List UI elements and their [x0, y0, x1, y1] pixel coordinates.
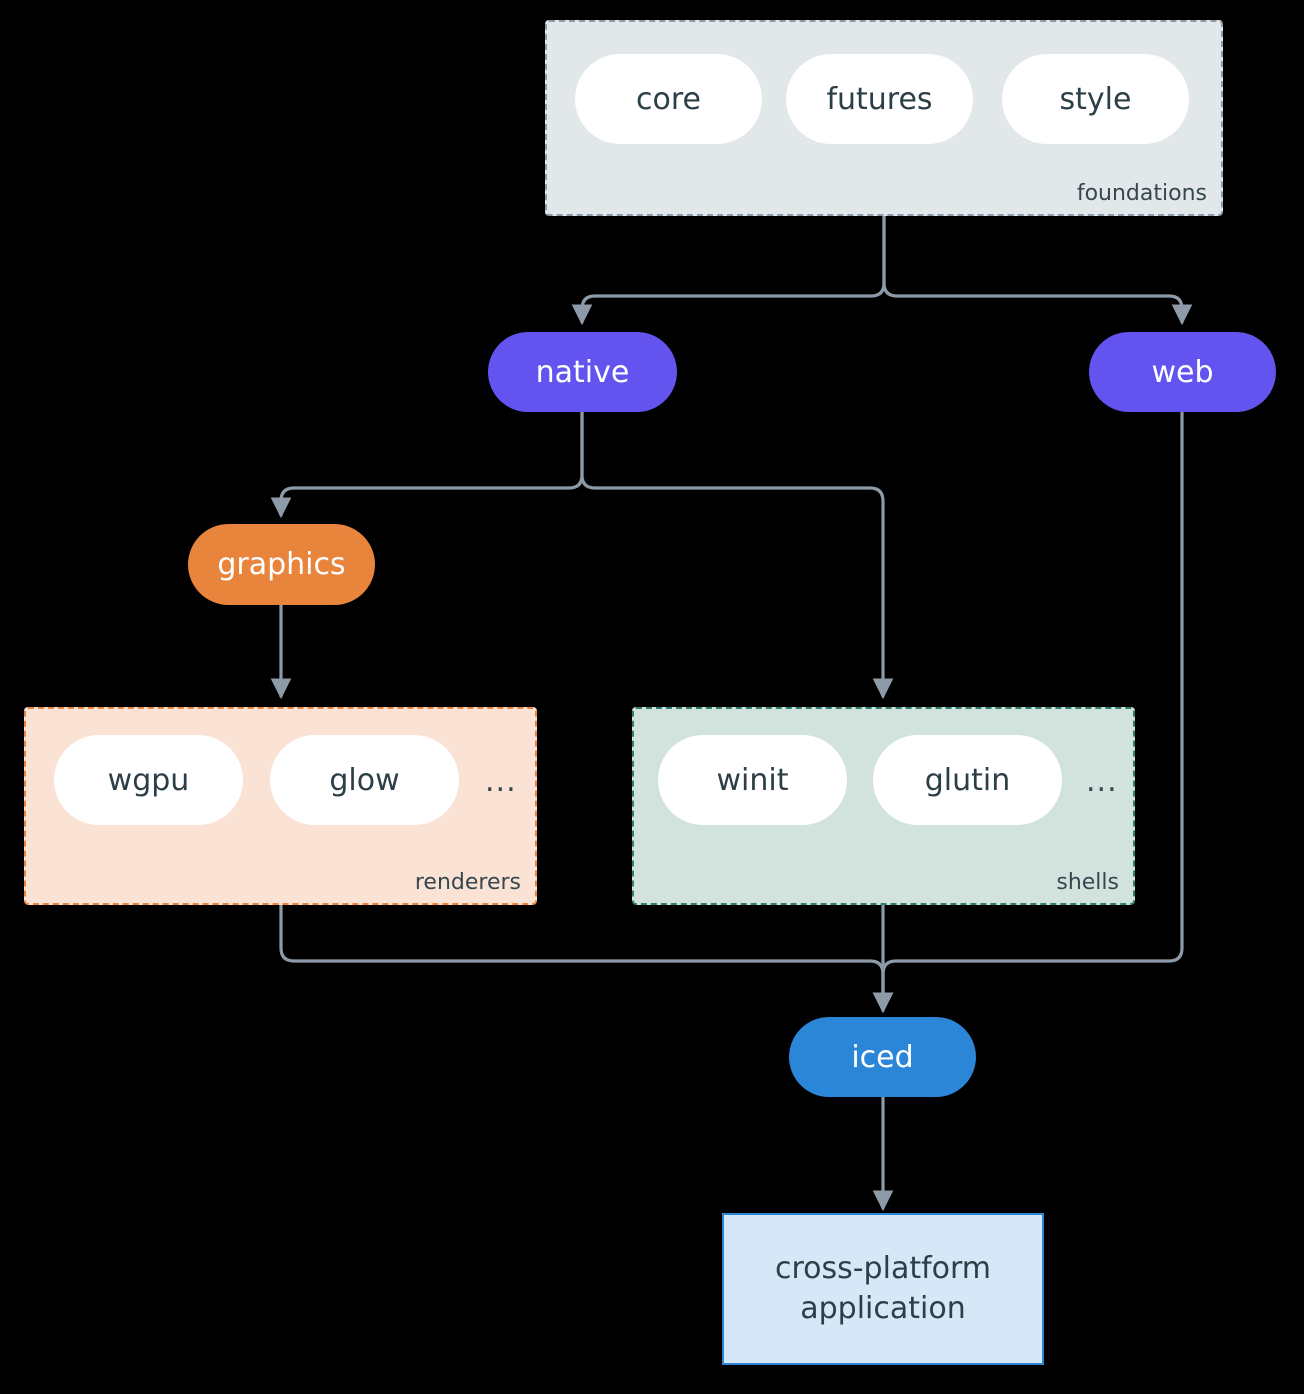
node-native[interactable]: native: [488, 332, 677, 412]
edge-native-shells: [580, 410, 894, 700]
node-iced[interactable]: iced: [789, 1017, 976, 1097]
group-foundations-label: foundations: [1076, 181, 1207, 206]
node-glutin-label: glutin: [924, 762, 1011, 798]
node-core[interactable]: core: [575, 54, 762, 144]
shells-more-ellipsis: ...: [1086, 764, 1118, 799]
node-glow-label: glow: [329, 762, 400, 798]
node-web[interactable]: web: [1089, 332, 1276, 412]
node-web-label: web: [1151, 354, 1214, 390]
application-text-block: cross-platform application: [775, 1249, 991, 1330]
node-futures[interactable]: futures: [786, 54, 973, 144]
node-winit-label: winit: [716, 762, 789, 798]
node-winit[interactable]: winit: [658, 735, 847, 825]
node-core-label: core: [636, 81, 701, 117]
node-style[interactable]: style: [1002, 54, 1189, 144]
edge-foundations-native: [571, 214, 886, 326]
node-glutin[interactable]: glutin: [873, 735, 1062, 825]
node-style-label: style: [1059, 81, 1132, 117]
edge-native-graphics: [270, 410, 584, 519]
node-glow[interactable]: glow: [270, 735, 459, 825]
node-wgpu-label: wgpu: [107, 762, 190, 798]
application-line-2: application: [800, 1291, 966, 1326]
node-iced-label: iced: [851, 1039, 914, 1075]
application-line-1: cross-platform: [774, 1250, 992, 1286]
edge-renderers-iced: [279, 903, 894, 1014]
group-foundations: core futures style foundations: [545, 20, 1223, 216]
node-graphics[interactable]: graphics: [188, 524, 375, 605]
group-renderers: wgpu glow ... renderers: [24, 707, 537, 905]
group-renderers-label: renderers: [414, 870, 521, 895]
group-shells: winit glutin ... shells: [632, 707, 1135, 905]
node-graphics-label: graphics: [217, 547, 346, 582]
node-futures-label: futures: [826, 81, 933, 117]
node-cross-platform-application[interactable]: cross-platform application: [722, 1213, 1044, 1365]
renderers-more-ellipsis: ...: [485, 764, 517, 799]
node-native-label: native: [535, 354, 630, 390]
group-shells-label: shells: [1056, 870, 1119, 895]
node-wgpu[interactable]: wgpu: [54, 735, 243, 825]
edge-foundations-web: [882, 214, 1193, 326]
